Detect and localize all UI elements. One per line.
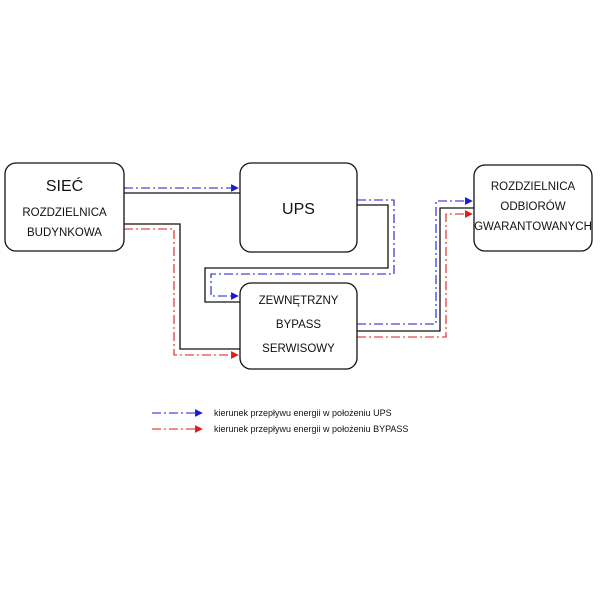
- box-bypass-line-2: BYPASS: [276, 319, 321, 331]
- ups-flow-bypass-to-odbiory: [357, 197, 473, 325]
- connection-lines: [124, 192, 474, 350]
- box-ups: UPS: [239, 162, 358, 253]
- ups-flow-ups-to-bypass: [210, 199, 395, 300]
- line-bypass-to-odbiory: [357, 207, 474, 332]
- box-rozdzielnica-odbiorow: ROZDZIELNICA ODBIORÓW GWARANTOWANYCH: [473, 164, 593, 252]
- box-ups-label: UPS: [282, 201, 315, 218]
- bypass-flow-siec-to-bypass: [124, 228, 239, 359]
- box-bypass-line-3: SERWISOWY: [262, 343, 335, 355]
- box-odbiory-line-2: ODBIORÓW: [500, 200, 565, 213]
- box-odbiory-line-3: GWARANTOWANYCH: [474, 221, 592, 233]
- bypass-flow-lines: [124, 210, 473, 359]
- box-siec-line-2: ROZDZIELNICA: [22, 207, 107, 219]
- box-siec-line-3: BUDYNKOWA: [27, 227, 102, 239]
- legend: kierunek przepływu energii w położeniu U…: [152, 408, 408, 434]
- legend-bypass-label: kierunek przepływu energii w położeniu B…: [214, 424, 408, 434]
- box-odbiory-line-1: ROZDZIELNICA: [491, 181, 576, 193]
- box-siec-rozdzielnica-budynkowa: SIEĆ ROZDZIELNICA BUDYNKOWA: [4, 162, 125, 252]
- line-ups-to-bypass: [204, 204, 389, 303]
- box-bypass-line-1: ZEWNĘTRZNY: [259, 295, 339, 307]
- line-siec-to-bypass: [124, 223, 240, 350]
- ups-flow-lines: [124, 184, 473, 325]
- box-zewnetrzny-bypass-serwisowy: ZEWNĘTRZNY BYPASS SERWISOWY: [239, 282, 358, 370]
- bypass-flow-bypass-to-odbiory: [357, 210, 473, 338]
- box-siec-line-1: SIEĆ: [46, 176, 83, 195]
- legend-ups-label: kierunek przepływu energii w położeniu U…: [214, 408, 392, 418]
